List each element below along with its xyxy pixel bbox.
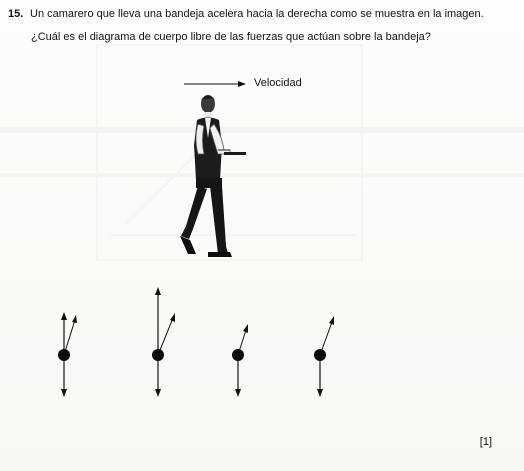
option-2-free-body-diagram (152, 287, 175, 397)
marks-indicator: [1] (479, 436, 492, 448)
question-number: 15. (8, 8, 24, 20)
arrow-right-icon (184, 81, 246, 87)
velocity-label: Velocidad (254, 77, 302, 89)
waiter-carrying-tray-icon (180, 95, 246, 257)
option-1-free-body-diagram (58, 312, 77, 397)
option-4-free-body-diagram (314, 316, 334, 397)
question-prompt: ¿Cuál es el diagrama de cuerpo libre de … (31, 31, 431, 43)
question-statement: Un camarero que lleva una bandeja aceler… (30, 8, 484, 20)
option-3-free-body-diagram (232, 324, 248, 397)
